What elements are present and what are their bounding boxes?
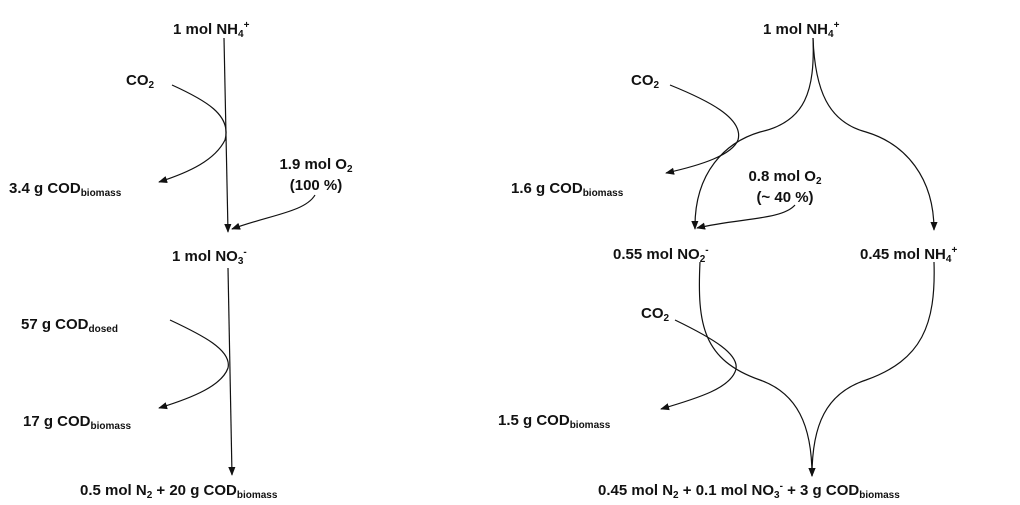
left-main-arrow-lower bbox=[227, 267, 236, 476]
left-no3-label: 1 mol NO3- bbox=[172, 247, 247, 267]
left-o2-percent-label: (100 %) bbox=[289, 177, 343, 194]
right-nh4-start-label: 1 mol NH4+ bbox=[763, 20, 840, 40]
left-cod-to-biomass-arrow bbox=[158, 319, 229, 410]
left-product-label: 0.5 mol N2 + 20 g CODbiomass bbox=[80, 482, 278, 501]
left-cod-dosed-label: 57 g CODdosed bbox=[21, 316, 118, 335]
right-biomass-1-label: 1.6 g CODbiomass bbox=[511, 180, 624, 199]
right-split-left-arrow bbox=[691, 37, 814, 230]
right-converge-right-arrow bbox=[808, 261, 935, 477]
left-biomass-1-label: 3.4 g CODbiomass bbox=[9, 180, 122, 199]
right-co2-to-biomass-arrow bbox=[665, 84, 740, 175]
right-split-right-arrow bbox=[812, 37, 938, 231]
right-nh4-remaining-label: 0.45 mol NH4+ bbox=[860, 245, 958, 265]
right-converge-left-arrow bbox=[698, 261, 816, 477]
right-o2-input-arrow bbox=[696, 204, 796, 230]
right-co2-bottom-to-biomass-arrow bbox=[660, 319, 737, 411]
left-nh4-start-label: 1 mol NH4+ bbox=[173, 20, 250, 40]
left-o2-input-arrow bbox=[231, 194, 316, 230]
left-co2-to-biomass-arrow bbox=[158, 84, 227, 183]
right-o2-label: 0.8 mol O2 bbox=[748, 168, 822, 187]
right-no2-label: 0.55 mol NO2- bbox=[613, 245, 709, 265]
right-co2-bottom-label: CO2 bbox=[641, 305, 670, 324]
right-co2-top-label: CO2 bbox=[631, 72, 660, 91]
right-product-label: 0.45 mol N2 + 0.1 mol NO3- + 3 g CODbiom… bbox=[598, 481, 900, 501]
left-biomass-2-label: 17 g CODbiomass bbox=[23, 413, 132, 432]
right-o2-percent-label: (~ 40 %) bbox=[756, 189, 814, 206]
right-biomass-2-label: 1.5 g CODbiomass bbox=[498, 412, 611, 431]
left-co2-label: CO2 bbox=[126, 72, 155, 91]
left-o2-label: 1.9 mol O2 bbox=[279, 156, 353, 175]
